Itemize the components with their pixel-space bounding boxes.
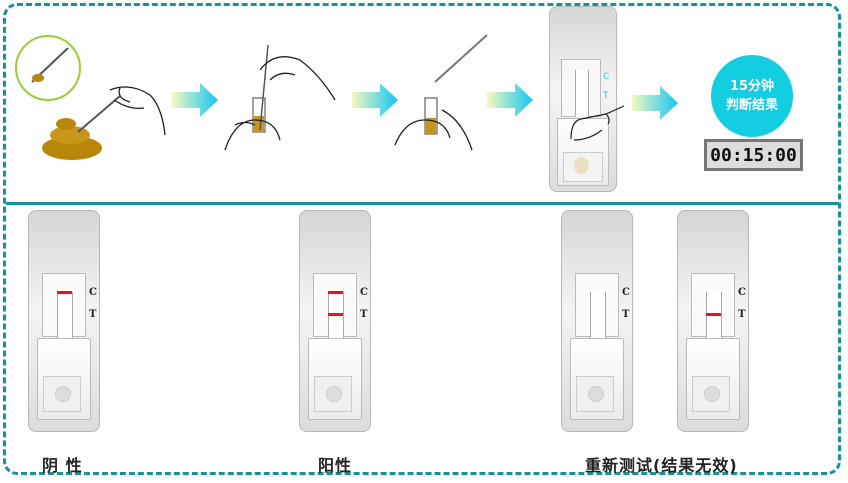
result-label: 重新测试(结果无效) [585, 456, 738, 475]
section-divider [6, 202, 839, 205]
t-marker: T [89, 309, 97, 320]
t-marker: T [738, 309, 746, 320]
t-marker: T [622, 309, 630, 320]
wait-time-line1: 15分钟 [729, 79, 775, 94]
arrow-right-icon [632, 86, 678, 120]
timer-value: 00:15:00 [707, 142, 800, 168]
c-marker: C [89, 287, 97, 298]
sample-well [692, 376, 730, 412]
t-marker: T [360, 309, 368, 320]
c-marker: C [622, 287, 630, 298]
result-label: 阳性 [318, 456, 353, 475]
tube-mixing-illustration [224, 44, 336, 151]
stool-sampling-illustration [15, 35, 166, 160]
arrow-right-icon [172, 83, 218, 117]
wait-time-badge: 15分钟 判断结果 [711, 55, 793, 137]
t-line [706, 313, 721, 316]
arrow-right-icon [487, 83, 533, 117]
sample-well [314, 376, 352, 412]
t-line [328, 313, 343, 316]
c-line [57, 291, 72, 294]
sample-cassette: C T [549, 6, 624, 192]
c-marker: C [360, 287, 368, 298]
c-marker: C [603, 72, 610, 82]
arrow-right-icon [352, 83, 398, 117]
hand-dropper-icon [570, 105, 624, 141]
wait-time-line2: 判断结果 [725, 98, 778, 113]
test-strip [590, 292, 606, 338]
diagram-frame [3, 3, 841, 475]
t-marker: T [603, 91, 609, 101]
timer-display: 00:15:00 [704, 139, 803, 171]
test-strip [57, 292, 73, 338]
c-line [328, 291, 343, 294]
result-label: 阴 性 [42, 456, 83, 475]
tube-shaking-illustration [394, 34, 488, 151]
c-marker: C [738, 287, 746, 298]
sample-drop [574, 157, 589, 174]
